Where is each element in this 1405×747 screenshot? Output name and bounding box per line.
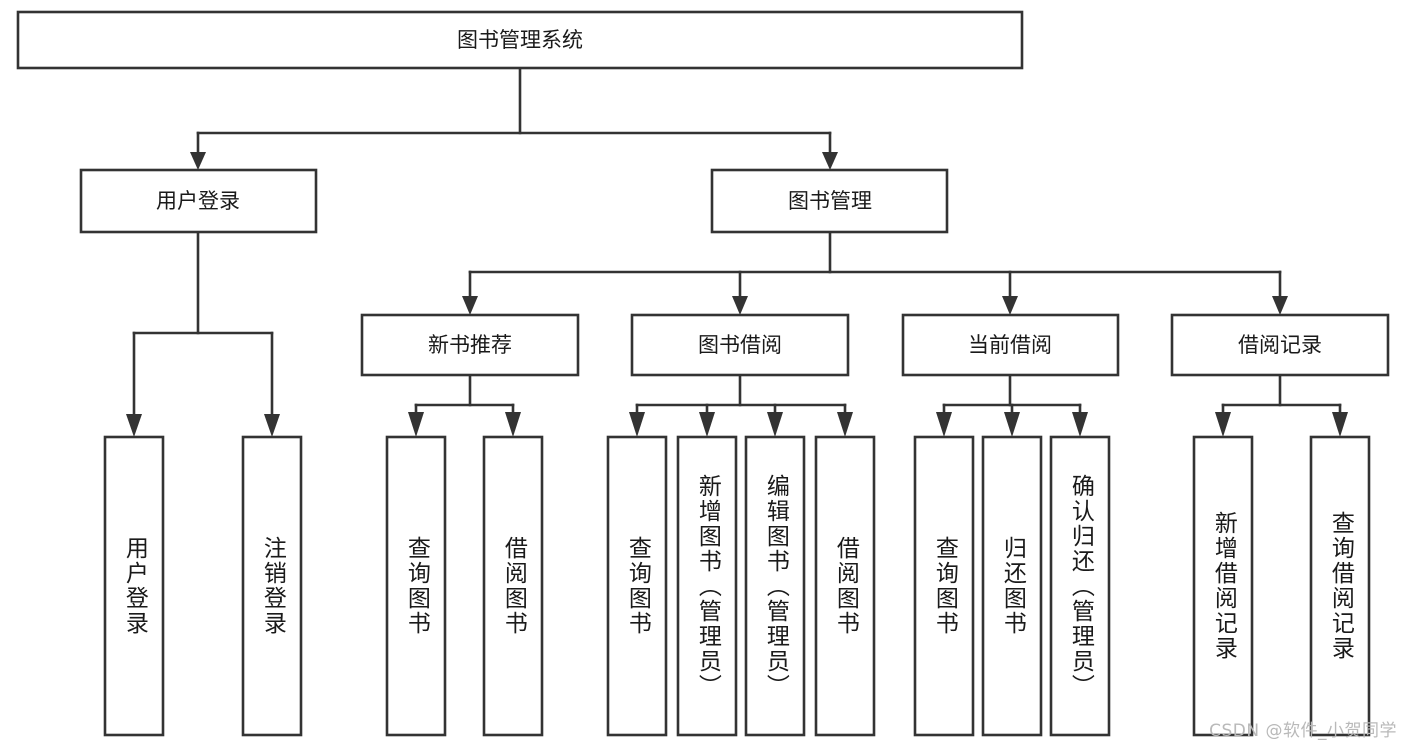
node-user-login-label: 用户登录	[156, 189, 240, 213]
node-leaf-user-login[interactable]	[103, 435, 165, 737]
node-leaf-confirm-return-admin[interactable]	[1049, 435, 1111, 737]
node-book-manage-label: 图书管理	[788, 189, 872, 213]
node-leaf-return-book[interactable]	[981, 435, 1043, 737]
node-leaf-query-borrow-record[interactable]	[1309, 435, 1371, 737]
node-leaf-borrow-book-1[interactable]	[482, 435, 544, 737]
node-leaf-query-book-2[interactable]	[606, 435, 668, 737]
node-layer: 图书管理系统 用户登录 图书管理 新书推荐 图书借阅 当前借阅 借阅记录	[16, 10, 1390, 737]
arrow-user-login-to-leaf1	[126, 414, 142, 437]
arrow-newbook-to-leaf1	[408, 412, 424, 437]
node-borrow-record-label: 借阅记录	[1238, 333, 1322, 357]
arrow-bm-to-bookborrow	[732, 296, 748, 315]
node-book-manage[interactable]	[710, 168, 949, 234]
node-leaf-edit-book-admin[interactable]	[744, 435, 806, 737]
node-leaf-query-book-3[interactable]	[913, 435, 975, 737]
arrow-bookborrow-to-leaf1	[629, 412, 645, 437]
node-leaf-add-book-admin[interactable]	[676, 435, 738, 737]
node-leaf-query-book-1[interactable]	[385, 435, 447, 737]
arrow-bm-to-newbook	[462, 296, 478, 315]
node-book-borrow-label: 图书借阅	[698, 333, 782, 357]
arrow-currentborrow-to-leaf3	[1072, 412, 1088, 437]
node-leaf-add-borrow-record[interactable]	[1192, 435, 1254, 737]
node-new-book-rec-label: 新书推荐	[428, 333, 512, 357]
arrow-currentborrow-to-leaf2	[1004, 412, 1020, 437]
node-new-book-rec[interactable]	[360, 313, 580, 377]
arrow-borrowrecord-to-leaf1	[1215, 412, 1231, 437]
connector-layer	[126, 66, 1348, 437]
arrow-user-login-to-leaf2	[264, 414, 280, 437]
arrow-bm-to-currentborrow	[1002, 296, 1018, 315]
node-current-borrow-label: 当前借阅	[968, 333, 1052, 357]
node-book-borrow[interactable]	[630, 313, 850, 377]
watermark-text: CSDN @软件_小贺同学	[1209, 721, 1397, 741]
arrow-borrowrecord-to-leaf2	[1332, 412, 1348, 437]
node-user-login[interactable]	[79, 168, 318, 234]
arrow-bookborrow-to-leaf4	[837, 412, 853, 437]
arrow-bookborrow-to-leaf3	[767, 412, 783, 437]
node-borrow-record[interactable]	[1170, 313, 1390, 377]
arrow-bookborrow-to-leaf2	[699, 412, 715, 437]
arrow-currentborrow-to-leaf1	[936, 412, 952, 437]
node-leaf-borrow-book-2[interactable]	[814, 435, 876, 737]
node-current-borrow[interactable]	[901, 313, 1120, 377]
arrow-root-to-book-manage	[822, 152, 838, 170]
node-root[interactable]	[16, 10, 1024, 70]
node-root-label: 图书管理系统	[457, 28, 583, 52]
arrow-bm-to-borrowrecord	[1272, 296, 1288, 315]
arrow-newbook-to-leaf2	[505, 412, 521, 437]
arrow-root-to-user-login	[190, 152, 206, 170]
node-leaf-logout[interactable]	[241, 435, 303, 737]
